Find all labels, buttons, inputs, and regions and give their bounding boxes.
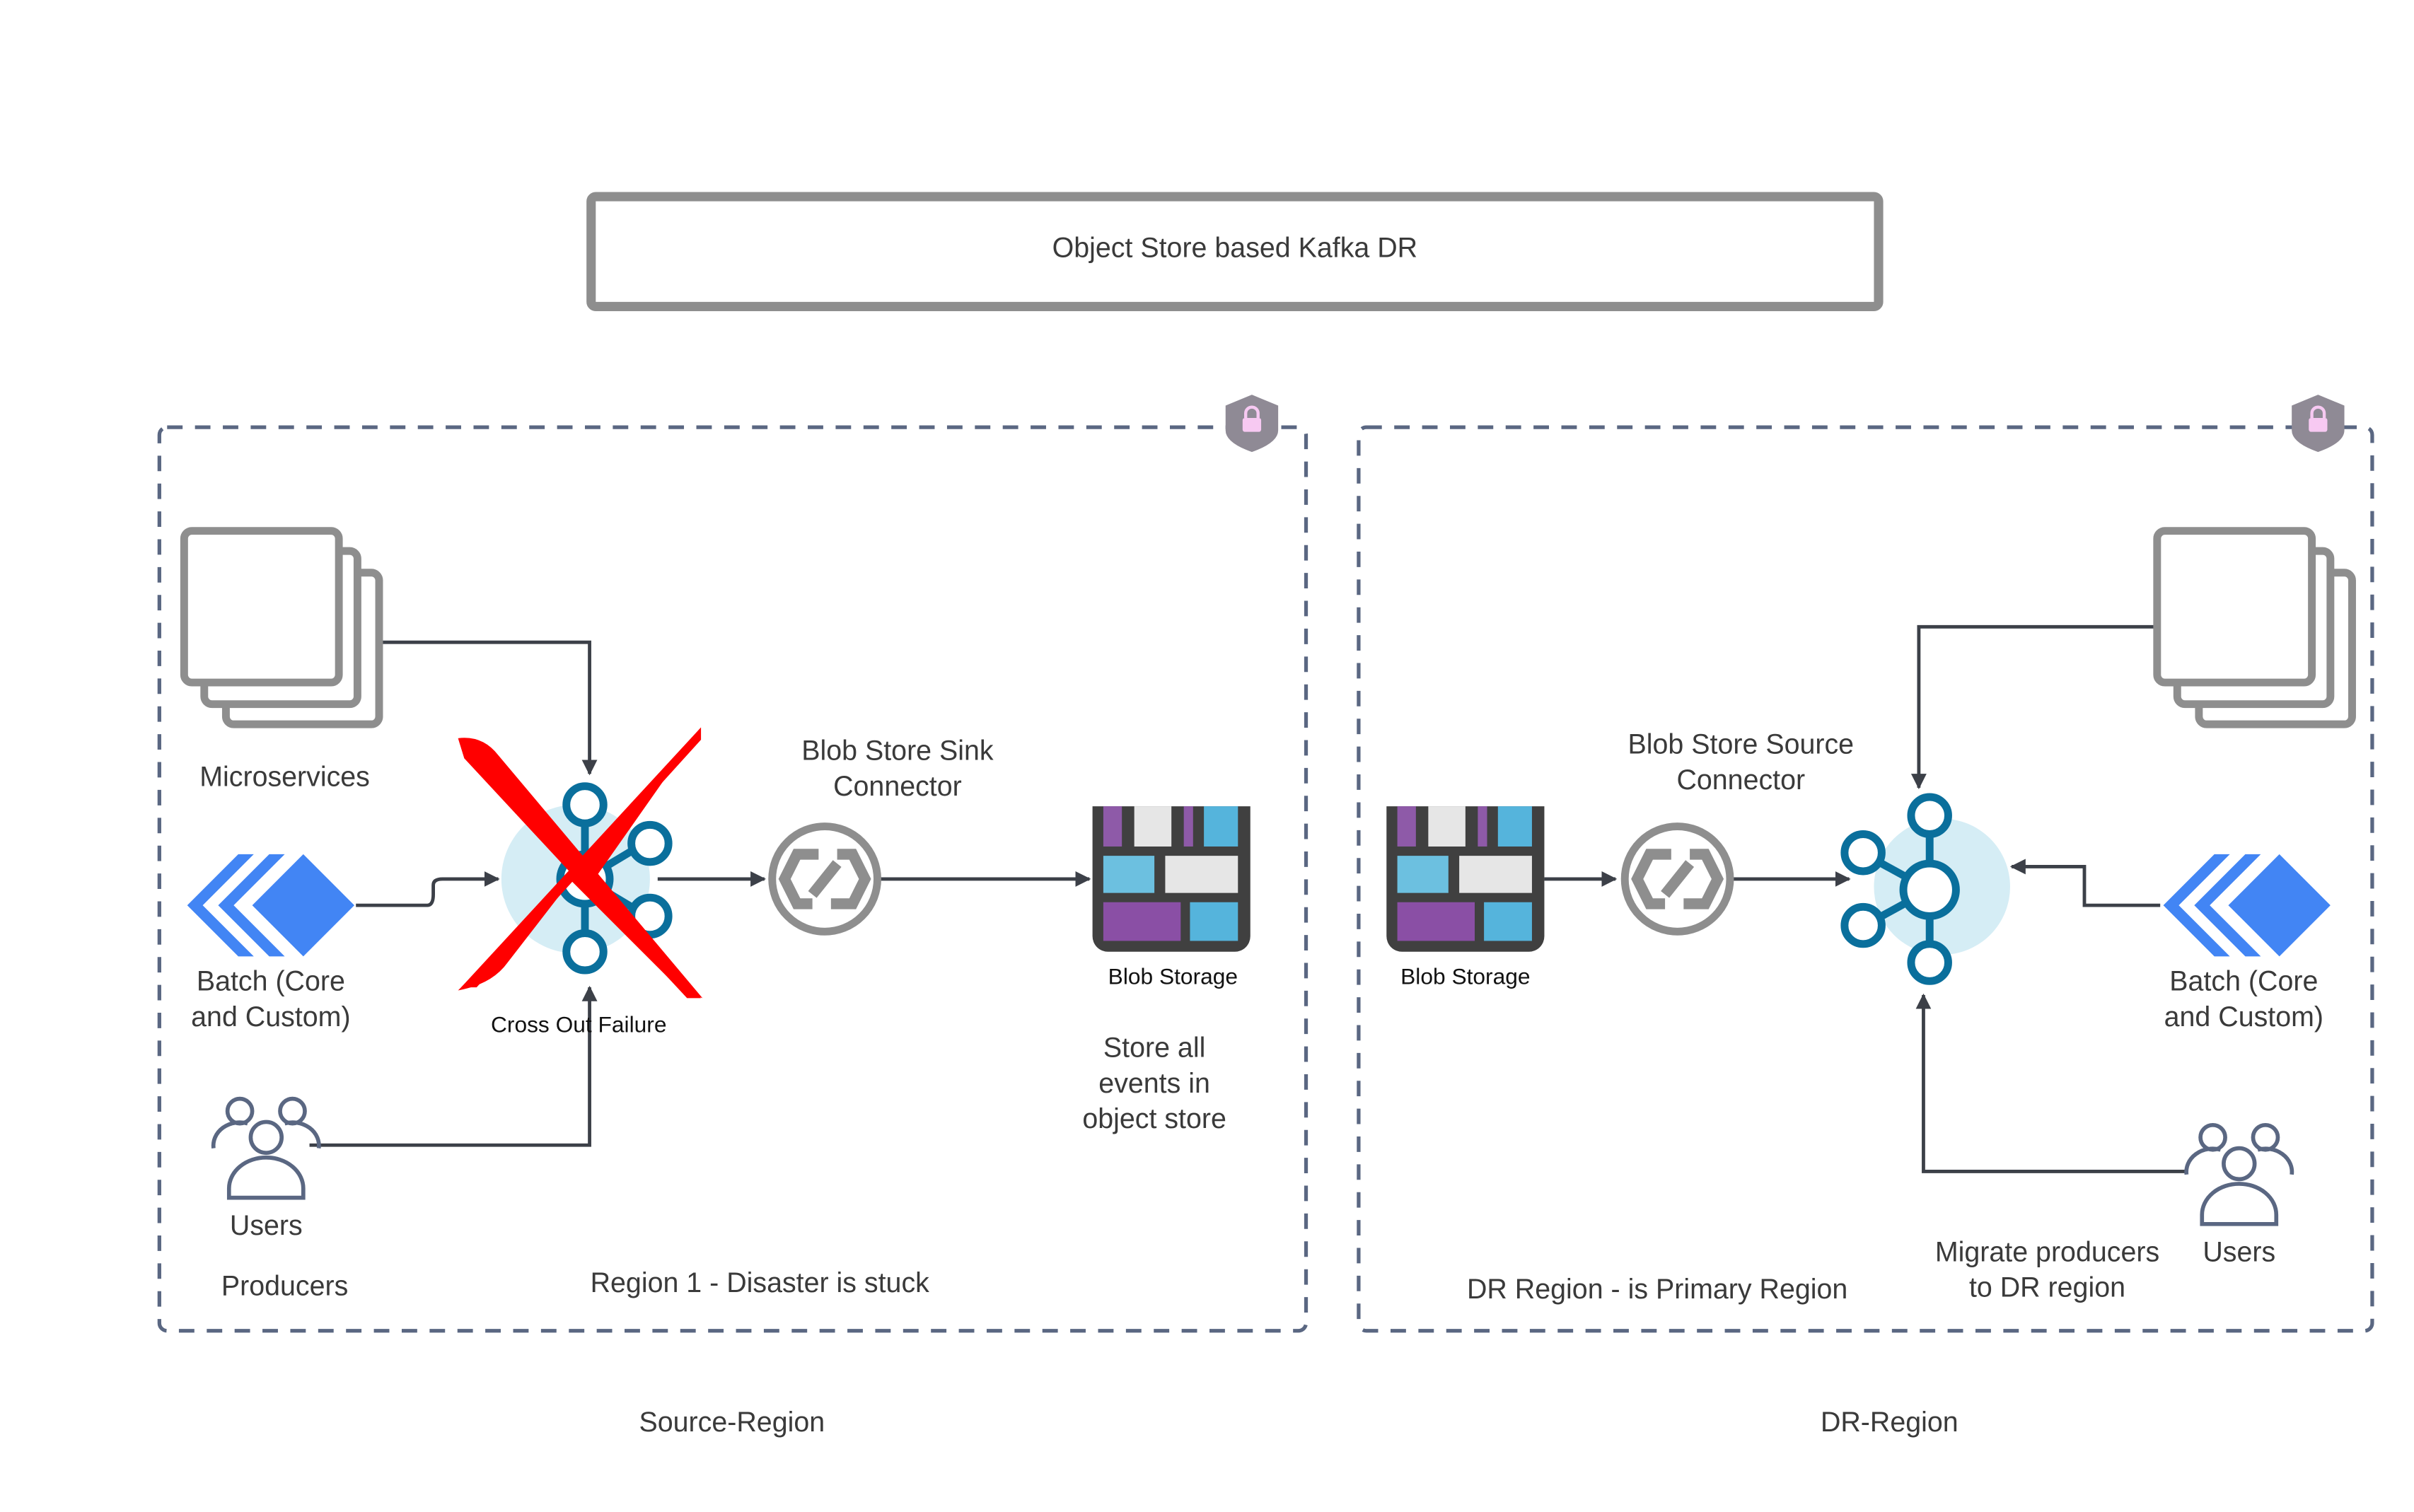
blob-storage-icon bbox=[1386, 806, 1545, 952]
store-note-1: Store all bbox=[1103, 1033, 1205, 1064]
source-connector-label-2: Connector bbox=[1676, 764, 1805, 796]
blob-storage-label: Blob Storage bbox=[1108, 964, 1238, 989]
arrow-batch-kafka bbox=[356, 871, 500, 907]
sink-connector-label-1: Blob Store Sink bbox=[801, 735, 994, 766]
source-connector-label-1: Blob Store Source bbox=[1628, 729, 1855, 760]
microservices-label: Microservices bbox=[199, 762, 370, 793]
arrow-microservices-kafka bbox=[1910, 624, 2157, 790]
connector-icon bbox=[1625, 827, 1730, 932]
title-box: Object Store based Kafka DR bbox=[586, 192, 1884, 312]
connector-icon bbox=[772, 827, 878, 932]
arrow-microservices-kafka bbox=[356, 640, 598, 776]
cross-icon bbox=[458, 727, 703, 999]
store-note-3: object store bbox=[1082, 1103, 1226, 1134]
users-icon bbox=[2186, 1125, 2292, 1224]
microservices-stack-icon bbox=[2157, 531, 2352, 724]
blob-storage-icon bbox=[1092, 806, 1250, 952]
migrate-label-2: to DR region bbox=[1969, 1272, 2125, 1303]
users-label: Users bbox=[230, 1210, 303, 1241]
producers-label: Producers bbox=[221, 1270, 348, 1301]
source-region-caption: Source-Region bbox=[639, 1407, 825, 1438]
shield-lock-icon bbox=[1226, 395, 1278, 452]
users-label: Users bbox=[2203, 1236, 2275, 1267]
kafka-icon bbox=[1840, 793, 2010, 985]
source-region-label: Region 1 - Disaster is stuck bbox=[591, 1267, 930, 1298]
title: Object Store based Kafka DR bbox=[1052, 232, 1418, 263]
blob-storage-label: Blob Storage bbox=[1400, 964, 1530, 989]
sink-connector-label-2: Connector bbox=[833, 771, 962, 802]
shield-lock-icon bbox=[2292, 395, 2344, 452]
dr-region-caption: DR-Region bbox=[1821, 1407, 1959, 1438]
cross-out-label: Cross Out Failure bbox=[491, 1012, 667, 1037]
dr-region-box bbox=[1357, 425, 2374, 1333]
batch-label-2: and Custom) bbox=[2164, 1001, 2323, 1033]
users-icon bbox=[214, 1099, 319, 1198]
arrow-batch-kafka bbox=[2009, 859, 2161, 907]
dr-region-label: DR Region - is Primary Region bbox=[1467, 1274, 1847, 1305]
batch-label-1: Batch (Core bbox=[197, 965, 345, 996]
source-region-box bbox=[157, 425, 1308, 1333]
arrow-users-kafka bbox=[309, 985, 598, 1147]
batch-icon bbox=[187, 854, 355, 957]
arrow-users-kafka bbox=[1915, 993, 2186, 1173]
microservices-stack-icon bbox=[184, 531, 379, 724]
store-note-2: events in bbox=[1098, 1068, 1210, 1099]
batch-label-2: and Custom) bbox=[191, 1001, 350, 1033]
batch-icon bbox=[2163, 854, 2331, 957]
batch-label-1: Batch (Core bbox=[2169, 965, 2318, 996]
migrate-label-1: Migrate producers bbox=[1935, 1236, 2159, 1267]
